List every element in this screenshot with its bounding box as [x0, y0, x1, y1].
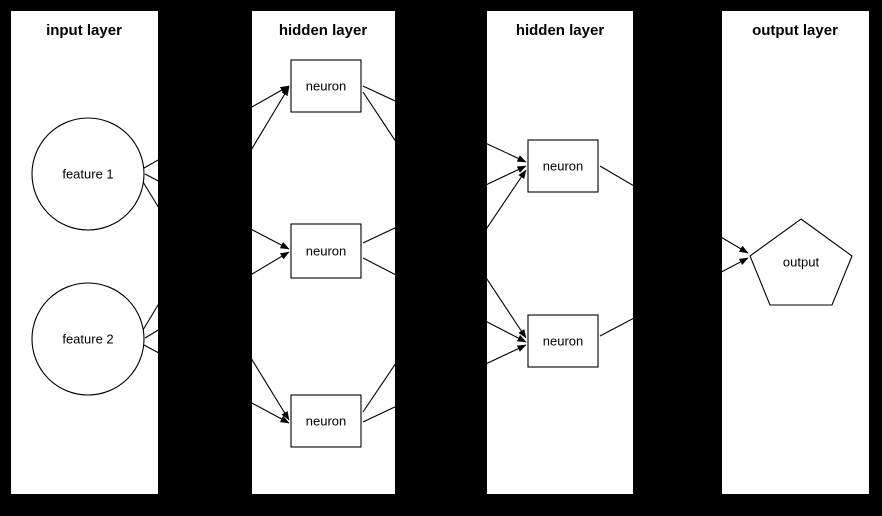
node-shape-h1-neuron-1[interactable] [290, 59, 362, 113]
node-label-feature-2: feature 2 [62, 331, 113, 346]
node-shape-h1-neuron-2[interactable] [290, 223, 362, 279]
node-label-h1-neuron-3: neuron [306, 413, 346, 428]
edge-h1-neuron-3-to-h2-neuron-2 [362, 344, 527, 423]
edge-h1-neuron-1-to-h2-neuron-2 [362, 91, 527, 339]
connection-edges [142, 85, 749, 424]
node-shape-feature-2[interactable] [31, 282, 145, 396]
layer-panel-input-layer [11, 11, 158, 494]
edge-h1-neuron-2-to-h2-neuron-2 [362, 257, 527, 343]
edge-feature-1-to-h1-neuron-3 [142, 181, 290, 421]
node-shape-h1-neuron-3[interactable] [290, 394, 362, 448]
node-shape-h2-neuron-1[interactable] [527, 139, 599, 193]
edge-h2-neuron-1-to-output-node [599, 165, 749, 254]
node-label-h2-neuron-1: neuron [543, 158, 583, 173]
layer-title-hidden-layer-1: hidden layer [279, 22, 368, 39]
edge-feature-2-to-h1-neuron-3 [143, 344, 290, 424]
layer-title-output-layer: output layer [752, 22, 838, 39]
edge-feature-2-to-h1-neuron-1 [142, 86, 290, 331]
network-nodes: feature 1 feature 2 neuron neuron neuron neur… [31, 59, 853, 448]
layer-panel-hidden-layer-2 [487, 11, 633, 494]
node-label-h1-neuron-1: neuron [306, 78, 346, 93]
node-shape-feature-1[interactable] [31, 117, 145, 231]
node-label-feature-1: feature 1 [62, 166, 113, 181]
edge-feature-2-to-h1-neuron-2 [144, 251, 290, 339]
edge-feature-1-to-h1-neuron-2 [144, 173, 290, 250]
edge-h1-neuron-3-to-h2-neuron-1 [362, 169, 527, 413]
edge-feature-1-to-h1-neuron-1 [143, 85, 290, 169]
edge-h2-neuron-2-to-output-node [599, 257, 749, 337]
edge-h1-neuron-1-to-h2-neuron-1 [362, 85, 527, 163]
layer-titles: input layer hidden layer hidden layer outpu… [46, 22, 838, 39]
node-shape-h2-neuron-2[interactable] [527, 314, 599, 368]
node-shape-output-node[interactable] [749, 218, 853, 306]
node-label-h1-neuron-2: neuron [306, 243, 346, 258]
node-label-h2-neuron-2: neuron [543, 333, 583, 348]
layer-title-hidden-layer-2: hidden layer [516, 22, 605, 39]
layer-title-input-layer: input layer [46, 22, 122, 39]
edge-h1-neuron-2-to-h2-neuron-1 [362, 165, 527, 244]
node-label-output-node: output [783, 254, 820, 269]
